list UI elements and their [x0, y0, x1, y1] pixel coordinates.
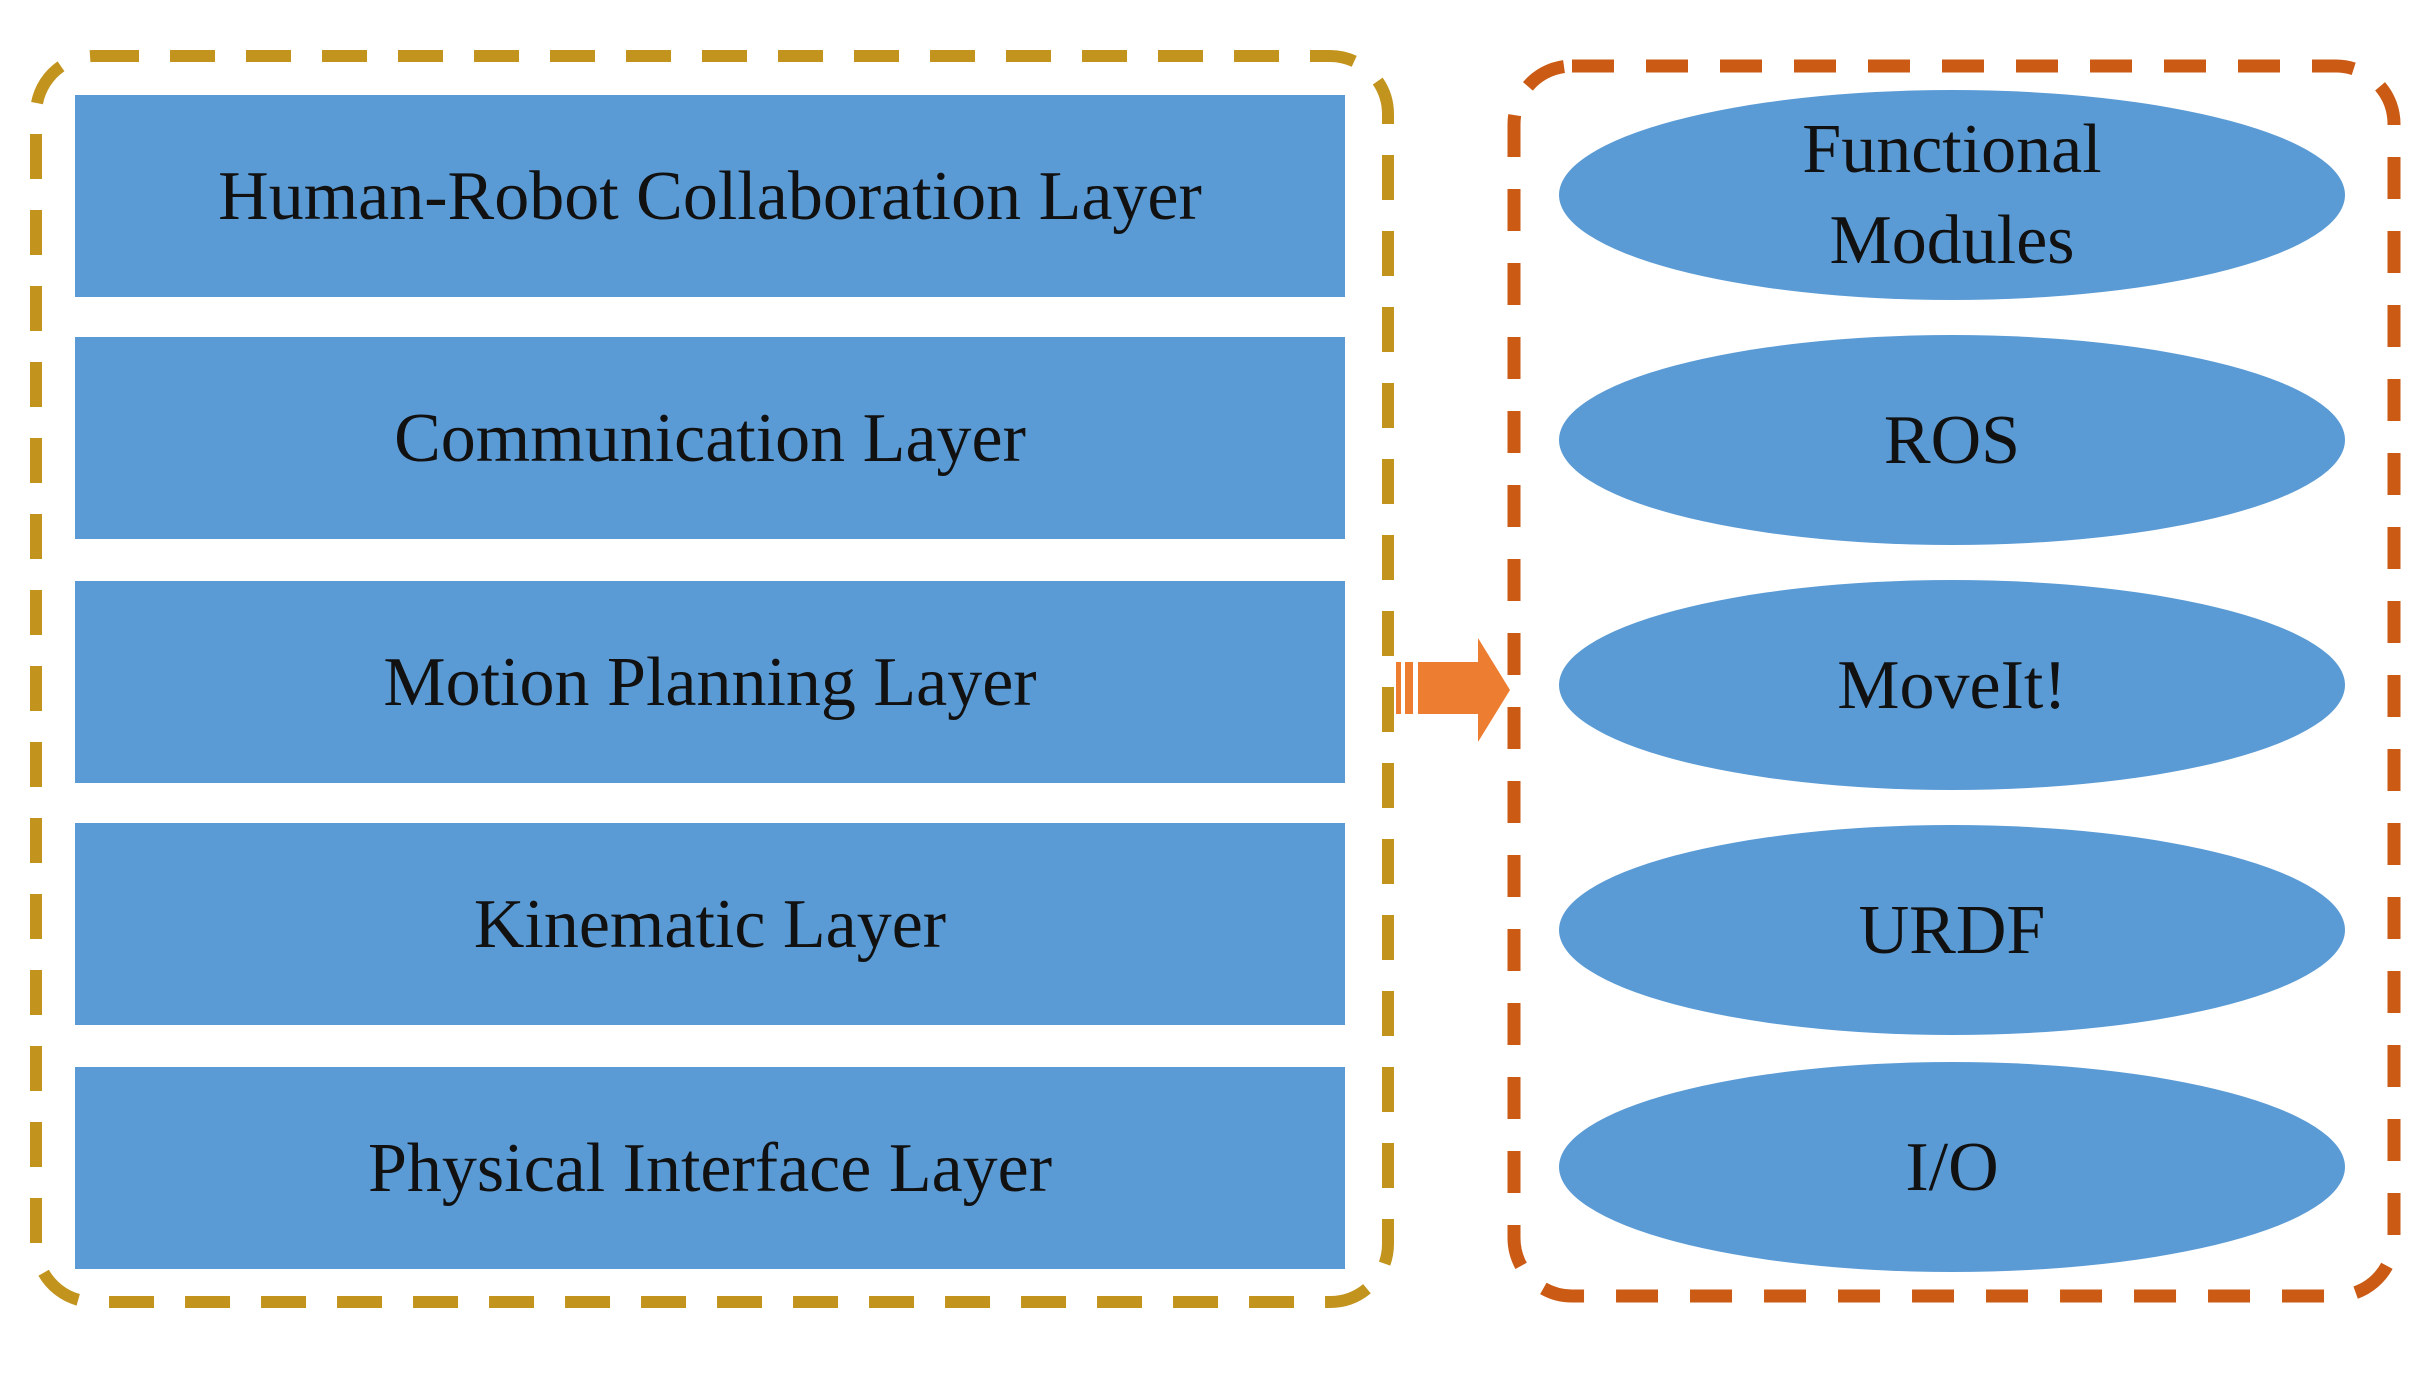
layer-node-human-robot-collaboration: Human-Robot Collaboration Layer: [75, 95, 1345, 297]
module-label: URDF: [1858, 891, 2046, 969]
layer-label: Physical Interface Layer: [367, 1129, 1053, 1207]
module-label: ROS: [1883, 401, 2021, 479]
layer-node-motion-planning: Motion Planning Layer: [75, 581, 1345, 783]
right-panel-dashed-border: [1507, 59, 2401, 1303]
layer-node-communication: Communication Layer: [75, 337, 1345, 539]
layer-node-physical-interface: Physical Interface Layer: [75, 1067, 1345, 1269]
module-node-io: I/O: [1559, 1062, 2345, 1272]
module-label: Functional Modules: [1802, 111, 2102, 279]
module-node-urdf: URDF: [1559, 825, 2345, 1035]
module-label: MoveIt!: [1837, 646, 2067, 724]
layer-label: Motion Planning Layer: [383, 643, 1037, 721]
striped-right-arrow-icon: [1396, 638, 1510, 742]
module-node-functional-modules: Functional Modules: [1559, 90, 2345, 300]
layer-label: Communication Layer: [394, 399, 1026, 477]
layer-label: Human-Robot Collaboration Layer: [218, 157, 1202, 235]
module-node-moveit: MoveIt!: [1559, 580, 2345, 790]
left-panel-dashed-border: [30, 50, 1394, 1308]
layer-label: Kinematic Layer: [473, 885, 947, 963]
module-node-ros: ROS: [1559, 335, 2345, 545]
layer-node-kinematic: Kinematic Layer: [75, 823, 1345, 1025]
module-label: I/O: [1905, 1128, 1999, 1206]
